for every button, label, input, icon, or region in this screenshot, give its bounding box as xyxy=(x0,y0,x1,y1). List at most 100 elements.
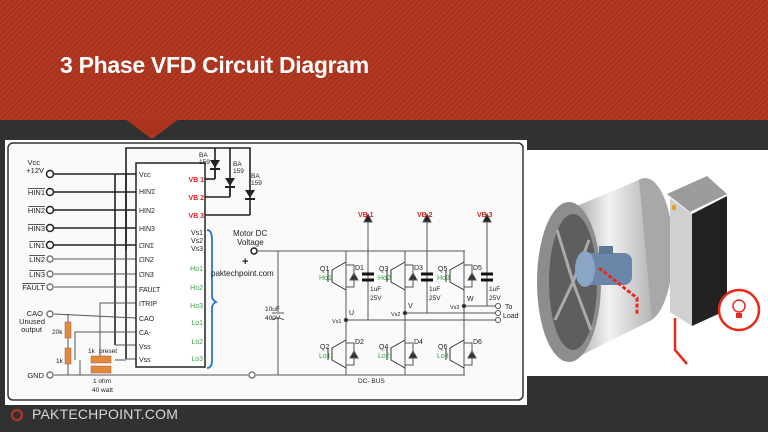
gate-label: Ho3 xyxy=(437,275,450,282)
svg-text:LIN3: LIN3 xyxy=(29,270,45,279)
igbt-low xyxy=(390,339,406,369)
footer-website: PAKTECHPOINT.COM xyxy=(32,406,179,422)
svg-text:+12V: +12V xyxy=(26,166,44,175)
slide-title: 3 Phase VFD Circuit Diagram xyxy=(60,52,369,78)
lightbulb-icon xyxy=(717,288,761,332)
diode-label: D4 xyxy=(414,339,423,346)
gate-label: Lo2 xyxy=(378,353,390,360)
svg-text:Voltage: Voltage xyxy=(237,238,264,247)
vb-arrow-icon xyxy=(482,212,492,223)
cap-value: 1uF xyxy=(429,286,440,293)
svg-text:HIN1: HIN1 xyxy=(28,188,45,197)
igbt-high xyxy=(449,261,465,291)
gate-label: Lo1 xyxy=(319,353,331,360)
switch-label: Q6 xyxy=(438,344,447,351)
driver-ic xyxy=(135,162,206,368)
circuit-diagram: Vcc +12V HIN1 HIN2 HIN3 LIN1 LIN2 LIN3 F… xyxy=(5,140,527,405)
svg-text:CAO: CAO xyxy=(27,309,43,318)
diode-wire xyxy=(464,342,473,366)
circuit-svg: Vcc +12V HIN1 HIN2 HIN3 LIN1 LIN2 LIN3 F… xyxy=(7,142,524,401)
igbt-low xyxy=(331,339,347,369)
ic-pin-label: Vss xyxy=(139,357,151,364)
svg-text:paktechpoint.com: paktechpoint.com xyxy=(211,269,274,278)
svg-text:Vs1: Vs1 xyxy=(191,230,203,237)
cap-value: 1uF xyxy=(489,286,500,293)
output-terminal xyxy=(495,303,501,309)
ic-pin-label: HIN1 xyxy=(139,189,155,196)
output-to-label: To xyxy=(505,304,513,311)
ic-pin-label: Vcc xyxy=(139,172,151,179)
diode-wire xyxy=(346,264,355,288)
ic-pin-label: LIN3 xyxy=(139,272,154,279)
svg-text:400V: 400V xyxy=(265,315,281,322)
vfd-fan-illustration xyxy=(527,150,768,376)
dc-bus-label: DC- BUS xyxy=(358,378,385,385)
phase-label: W xyxy=(467,296,474,303)
motor xyxy=(575,246,632,287)
bullet-circle-icon xyxy=(11,409,23,421)
gate-label: Lo3 xyxy=(437,353,449,360)
switch-label: Q2 xyxy=(320,344,329,351)
svg-text:Ho1: Ho1 xyxy=(190,266,203,273)
svg-text:VB 2: VB 2 xyxy=(188,195,204,202)
svg-text:Lo3: Lo3 xyxy=(191,356,203,363)
vb-arrow-icon xyxy=(422,212,432,223)
ic-pin-label: LIN2 xyxy=(139,257,154,264)
svg-text:output: output xyxy=(21,325,43,334)
dashed-arrow xyxy=(598,266,639,315)
svg-text:LIN2: LIN2 xyxy=(29,255,45,264)
ic-pin-label: ITRIP xyxy=(139,301,157,308)
svg-text:VB 1: VB 1 xyxy=(188,177,204,184)
ic-pin-label: CA- xyxy=(139,330,152,337)
cap-value: 1uF xyxy=(370,286,381,293)
svg-text:+: + xyxy=(242,256,248,268)
brace xyxy=(206,229,219,369)
svg-text:40 watt: 40 watt xyxy=(92,387,113,394)
vs-node-label: Vs1 xyxy=(332,319,341,325)
cap-value: 25V xyxy=(370,295,382,302)
svg-text:Vs3: Vs3 xyxy=(191,246,203,253)
output-terminal xyxy=(495,310,501,316)
svg-text:10uF: 10uF xyxy=(265,306,280,313)
svg-text:preset: preset xyxy=(99,348,117,355)
power-arrow xyxy=(673,318,688,365)
svg-text:Unused: Unused xyxy=(19,317,45,326)
ic-pin-label: LIN1 xyxy=(139,243,154,250)
svg-text:159: 159 xyxy=(199,159,210,166)
gate-label: Ho2 xyxy=(378,275,391,282)
svg-text:Motor DC: Motor DC xyxy=(233,229,267,238)
svg-text:1k: 1k xyxy=(56,358,64,365)
output-load-label: Load xyxy=(503,313,519,320)
vb-label: VB 2 xyxy=(417,212,433,219)
svg-text:1 ohm: 1 ohm xyxy=(93,378,111,385)
vs-node-label: Vs2 xyxy=(391,312,400,318)
svg-text:LIN1: LIN1 xyxy=(29,241,45,250)
diode-label: D2 xyxy=(355,339,364,346)
switch-label: Q1 xyxy=(320,266,329,273)
diode-label: D5 xyxy=(473,265,482,272)
svg-text:VB 3: VB 3 xyxy=(188,213,204,220)
svg-text:20k: 20k xyxy=(52,329,63,336)
diode-wire xyxy=(405,264,414,288)
svg-text:Ho3: Ho3 xyxy=(190,303,203,310)
vs-node-label: Vs3 xyxy=(450,305,459,311)
vfd-drive xyxy=(667,176,727,326)
igbt-low xyxy=(449,339,465,369)
svg-text:FAULT: FAULT xyxy=(22,283,45,292)
slide-header xyxy=(0,0,768,120)
node-dot xyxy=(343,317,349,323)
diode-wire xyxy=(405,342,414,366)
phase-label: U xyxy=(349,310,354,317)
svg-text:GND: GND xyxy=(27,371,44,380)
svg-text:Lo1: Lo1 xyxy=(191,320,203,327)
diode-label: D1 xyxy=(355,265,364,272)
ic-pin-label: FAULT xyxy=(139,287,161,294)
header-pointer xyxy=(125,119,179,139)
svg-text:Vs2: Vs2 xyxy=(191,238,203,245)
svg-text:Lo2: Lo2 xyxy=(191,339,203,346)
cap-value: 25V xyxy=(489,295,501,302)
diode-label: D3 xyxy=(414,265,423,272)
igbt-high xyxy=(331,261,347,291)
switch-label: Q5 xyxy=(438,266,447,273)
switch-label: Q3 xyxy=(379,266,388,273)
